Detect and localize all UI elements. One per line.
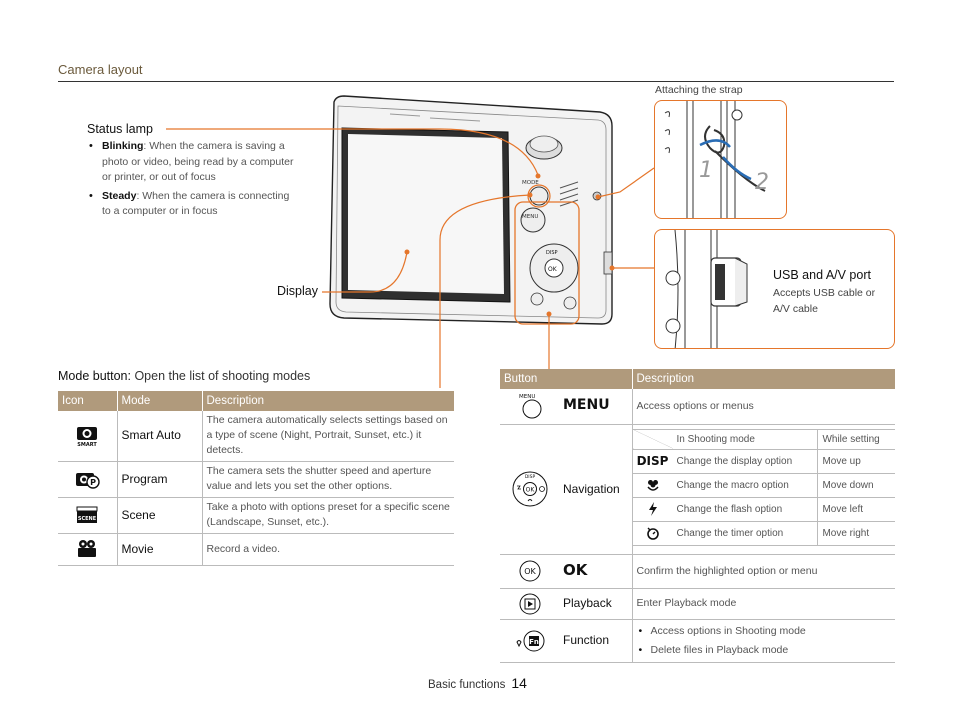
camera-illustration: MODE MENU OK DISP	[329, 95, 613, 325]
table-row: MENU MENU Access options or menus	[500, 389, 895, 425]
table-row: SCENE Scene Take a photo with options pr…	[58, 497, 454, 534]
smart-auto-icon: SMART	[77, 426, 98, 448]
table-row: Movie Record a video.	[58, 533, 454, 566]
strap-illustration: 1 2	[664, 101, 769, 218]
svg-text:P: P	[90, 478, 96, 487]
mode-name: Movie	[116, 533, 202, 566]
menu-label: MENU	[563, 397, 610, 414]
button-description: Confirm the highlighted option or menu	[631, 554, 895, 589]
shooting-action: Change the macro option	[672, 473, 818, 498]
setting-action: Move right	[817, 521, 895, 546]
menu-button-icon: MENU	[519, 394, 541, 419]
table-row: OK OK Confirm the highlighted option or …	[500, 554, 895, 589]
macro-icon	[646, 480, 659, 492]
mode-name: Smart Auto	[116, 411, 202, 462]
col-header-setting: While setting	[817, 428, 895, 450]
status-lamp-item: Blinking: When the camera is saving a ph…	[87, 139, 297, 186]
status-lamp-info: Status lamp Blinking: When the camera is…	[87, 122, 297, 223]
table-row: Change the macro option Move down	[632, 473, 895, 498]
svg-text:OK: OK	[524, 567, 536, 576]
strap-caption: Attaching the strap	[655, 84, 743, 96]
playback-label: Playback	[559, 588, 632, 620]
function-label: Function	[559, 619, 632, 663]
usb-title: USB and A/V port	[773, 268, 871, 282]
program-icon: P	[76, 473, 100, 489]
table-row: Change the timer option Move right	[632, 521, 895, 546]
col-header-shooting: In Shooting mode	[672, 428, 818, 450]
page-footer: Basic functions 14	[428, 675, 527, 691]
col-header-description: Description	[201, 391, 454, 411]
navigation-subtable: In Shooting mode While setting DISP Chan…	[632, 428, 895, 546]
svg-text:OK: OK	[525, 487, 535, 494]
svg-text:Fn: Fn	[529, 638, 539, 646]
svg-text:MENU: MENU	[519, 394, 535, 400]
timer-icon	[646, 527, 659, 541]
svg-text:SCENE: SCENE	[78, 516, 97, 522]
col-header-icon: Icon	[58, 391, 117, 411]
status-lamp-title: Status lamp	[87, 122, 154, 136]
usb-description: Accepts USB cable or A/V cable	[773, 287, 876, 315]
ok-button-icon: OK	[519, 560, 540, 582]
playback-icon	[519, 593, 540, 614]
table-row: OK DISP Navigation In Shooting mode Whil…	[500, 424, 895, 555]
ok-text: OK	[548, 266, 558, 273]
title-divider	[58, 81, 894, 82]
function-bullet: Delete files in Playback mode	[637, 641, 892, 660]
table-row: SMART Smart Auto The camera automaticall…	[58, 411, 454, 462]
mode-description: Record a video.	[201, 533, 454, 566]
shooting-action: Change the flash option	[672, 497, 818, 522]
svg-text:SMART: SMART	[78, 442, 98, 448]
mode-name: Scene	[116, 497, 202, 534]
shooting-action: Change the timer option	[672, 521, 818, 546]
button-description: Access options or menus	[631, 389, 895, 425]
usb-port-illustration	[665, 230, 748, 348]
status-lamp-item: Steady: When the camera is connecting to…	[87, 189, 297, 220]
mode-text: MODE	[522, 180, 539, 186]
setting-action: Move left	[817, 497, 895, 522]
function-icon: Fn	[515, 630, 544, 651]
ok-label: OK	[563, 560, 588, 579]
table-row: Playback Enter Playback mode	[500, 588, 895, 620]
mode-description: The camera sets the shutter speed and ap…	[201, 461, 454, 498]
disp-text: DISP	[546, 250, 558, 256]
col-header-button: Button	[500, 369, 632, 389]
function-bullet: Access options in Shooting mode	[637, 622, 892, 641]
section-title: Camera layout	[58, 62, 143, 77]
step-1-label: 1	[699, 158, 713, 183]
step-2-label: 2	[755, 170, 769, 195]
mode-table: Icon Mode Description SMART Smart Auto T…	[58, 391, 454, 566]
col-header-description: Description	[631, 369, 895, 389]
mode-description: Take a photo with options preset for a s…	[201, 497, 454, 534]
display-label: Display	[277, 284, 318, 298]
flash-icon	[648, 502, 657, 517]
mode-button-title: Mode button: Open the list of shooting m…	[58, 369, 311, 383]
button-table: Button Description MENU MENU Access opti…	[500, 369, 895, 663]
function-bullets: Access options in Shooting mode Delete f…	[637, 622, 892, 660]
navigation-pad-icon: OK DISP	[512, 471, 547, 507]
button-description: Enter Playback mode	[631, 588, 895, 620]
table-row: Change the flash option Move left	[632, 497, 895, 522]
usb-callout: USB and A/V port Accepts USB cable or A/…	[654, 229, 895, 349]
table-row: DISP Change the display option Move up	[632, 449, 895, 474]
setting-action: Move down	[817, 473, 895, 498]
table-row: P Program The camera sets the shutter sp…	[58, 461, 454, 498]
setting-action: Move up	[817, 449, 895, 474]
mode-description: The camera automatically selects setting…	[201, 411, 454, 462]
footer-section: Basic functions	[428, 679, 506, 691]
page-number: 14	[511, 675, 527, 691]
scene-icon: SCENE	[76, 506, 98, 523]
svg-text:DISP: DISP	[524, 474, 535, 480]
menu-text: MENU	[522, 214, 538, 220]
navigation-label: Navigation	[559, 424, 632, 555]
strap-callout: 1 2	[654, 100, 787, 219]
col-header-mode: Mode	[116, 391, 202, 411]
movie-icon	[78, 540, 97, 557]
table-row: Fn Function Access options in Shooting m…	[500, 619, 895, 663]
shooting-action: Change the display option	[672, 449, 818, 474]
mode-name: Program	[116, 461, 202, 498]
disp-icon: DISP	[636, 453, 669, 468]
